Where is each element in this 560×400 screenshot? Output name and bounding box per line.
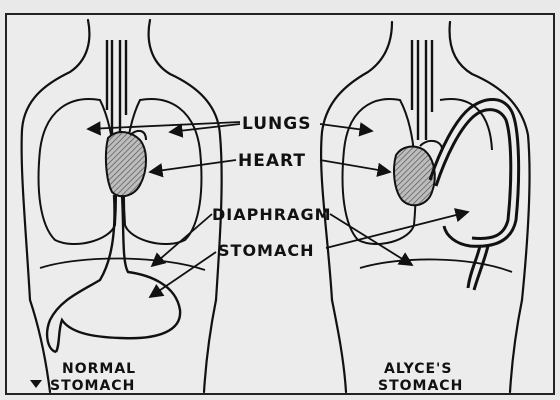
normal-heart bbox=[106, 132, 146, 196]
caption-normal-line1: NORMAL bbox=[62, 361, 136, 377]
alyce-heart bbox=[394, 147, 435, 206]
diagram-frame bbox=[6, 14, 554, 394]
label-heart: HEART bbox=[238, 151, 306, 171]
caption-normal-line2: STOMACH bbox=[50, 378, 135, 394]
caption-alyce-line2: STOMACH bbox=[378, 378, 463, 394]
label-diaphragm: DIAPHRAGM bbox=[212, 205, 332, 224]
label-lungs: LUNGS bbox=[242, 114, 311, 134]
caption-alyce-line1: ALYCE'S bbox=[384, 361, 452, 377]
label-stomach: STOMACH bbox=[218, 241, 314, 260]
